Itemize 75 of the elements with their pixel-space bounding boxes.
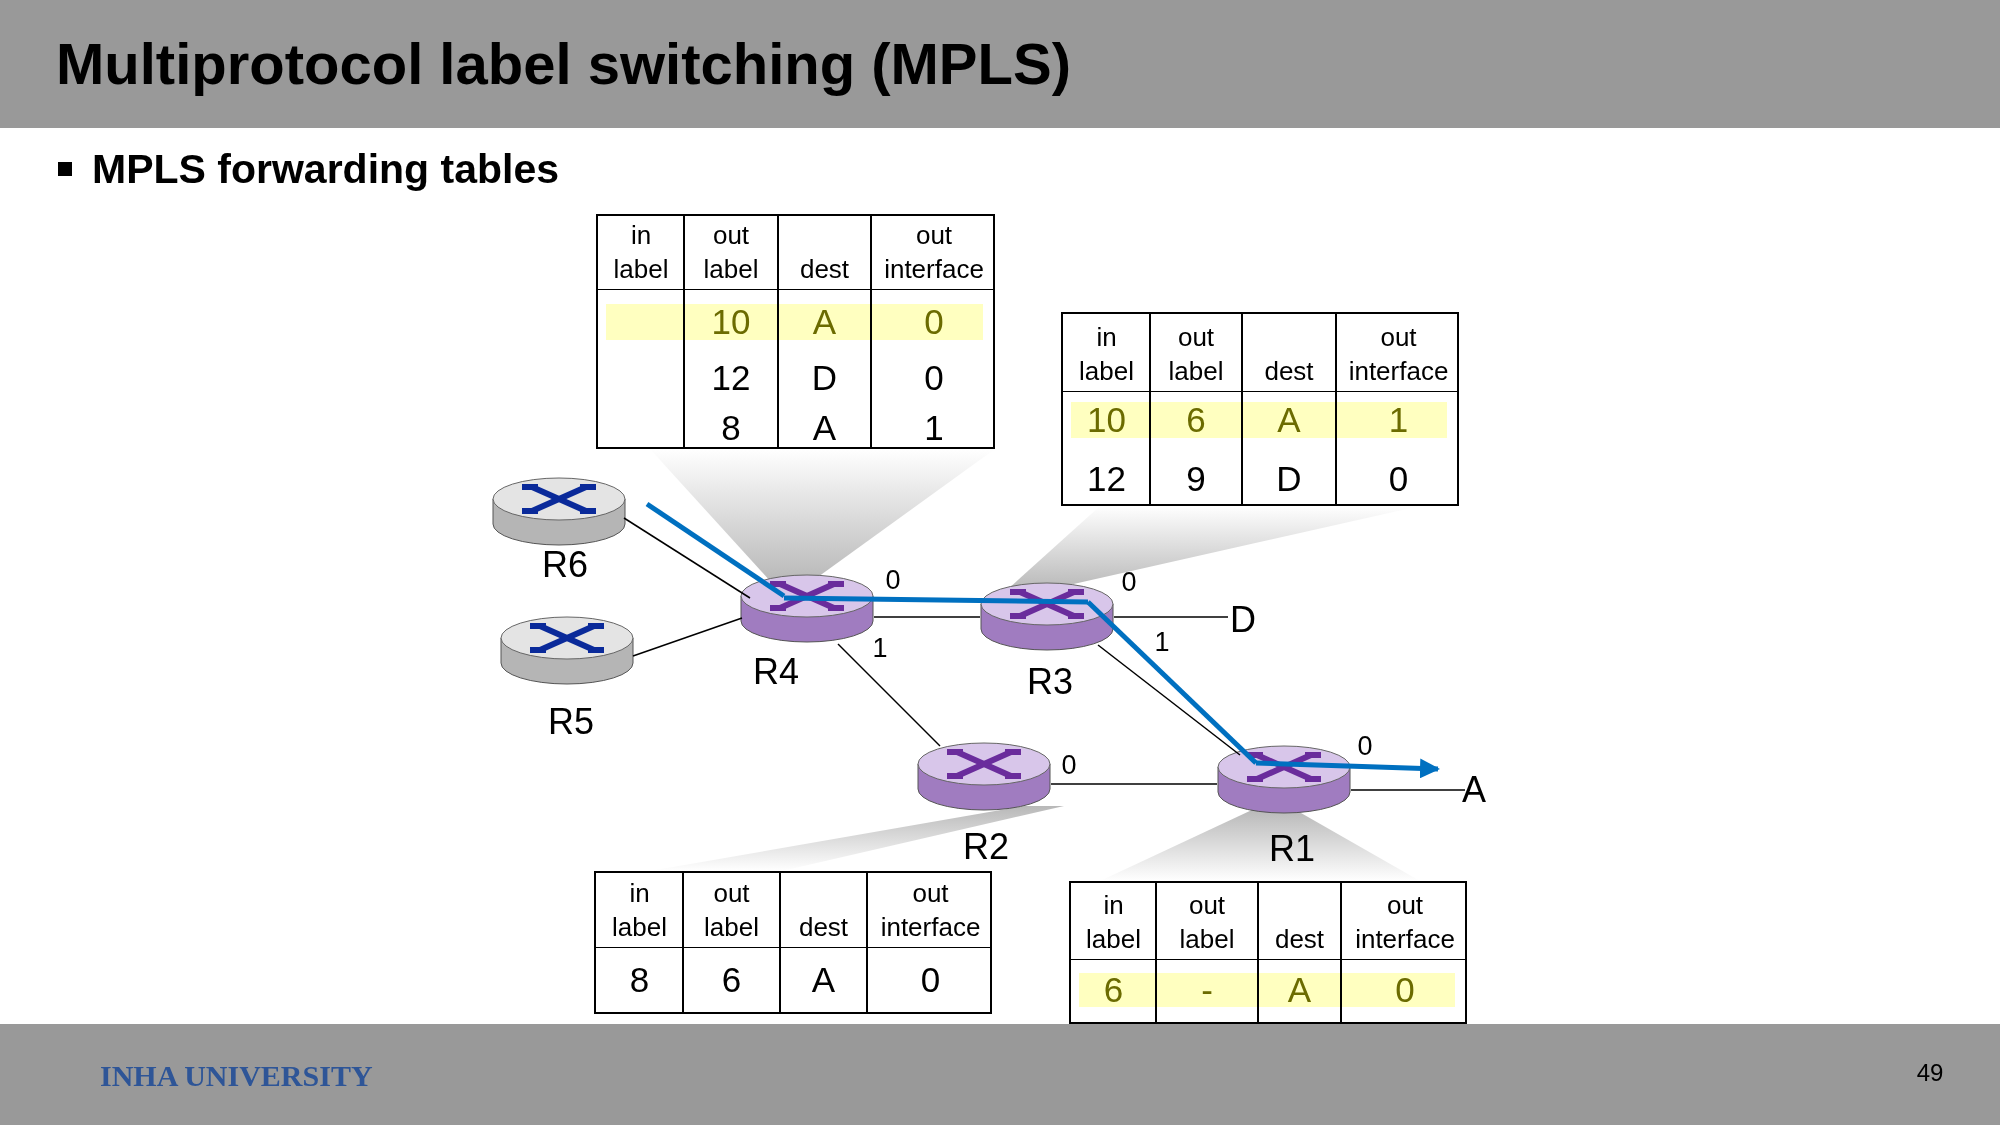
table-cell-text: 12 <box>1086 459 1127 499</box>
interface-number: 0 <box>1060 748 1078 782</box>
table-cell-text: 12 <box>710 358 752 398</box>
table-cell-text: 0 <box>919 960 942 1000</box>
table-cell-text: A <box>811 302 838 342</box>
interface-number: 0 <box>1356 729 1374 763</box>
table-cell-text: 6 <box>1102 970 1125 1010</box>
table-cell-text: 0 <box>1394 970 1416 1010</box>
column-header: out label <box>704 877 759 945</box>
column-header: out interface <box>1348 321 1449 389</box>
column-header: in label <box>613 219 669 287</box>
section-heading: MPLS forwarding tables <box>92 145 559 195</box>
table-cell-text: D <box>810 358 839 398</box>
column-header: out label <box>1168 321 1224 389</box>
router-name: R2 <box>962 827 1010 867</box>
link-line <box>1113 616 1229 618</box>
column-header: dest <box>1264 355 1314 389</box>
table-cell-text: A <box>1276 400 1302 440</box>
table-cell-text: 9 <box>1185 459 1207 499</box>
table-cell-text: 10 <box>1086 400 1127 440</box>
table-cell-text: 6 <box>1185 400 1207 440</box>
column-header: dest <box>1274 923 1325 957</box>
forwarding-table <box>594 871 992 1014</box>
router-name: R1 <box>1268 829 1316 869</box>
slide-title: Multiprotocol label switching (MPLS) <box>56 30 1071 97</box>
interface-number: 1 <box>871 631 889 665</box>
column-header: out interface <box>884 219 984 287</box>
link-line <box>1050 783 1218 785</box>
destination-label: A <box>1462 768 1486 812</box>
router-name: R5 <box>547 702 595 742</box>
university-name: INHA UNIVERSITY <box>100 1058 373 1094</box>
page-number: 49 <box>1915 1058 1945 1088</box>
table-cell-text: 0 <box>923 302 945 342</box>
table-cell-text: 6 <box>720 960 743 1000</box>
interface-number: 0 <box>1120 565 1138 599</box>
column-header: dest <box>798 911 849 945</box>
table-cell-text: D <box>1275 459 1303 499</box>
link-line <box>837 643 941 747</box>
link-line <box>1350 789 1466 791</box>
column-header: in label <box>1086 889 1141 957</box>
router-name: R4 <box>752 652 800 692</box>
router-name: R6 <box>541 545 589 585</box>
column-header: dest <box>799 253 850 287</box>
link-line <box>873 616 981 618</box>
table-cell-text: 0 <box>923 358 945 398</box>
label-switched-path <box>783 595 1089 605</box>
table-cell-text: A <box>810 960 837 1000</box>
forwarding-table <box>1061 312 1459 506</box>
column-header: out label <box>703 219 759 287</box>
table-cell-text: 10 <box>710 302 752 342</box>
column-header: out label <box>1179 889 1235 957</box>
link-line <box>623 517 751 599</box>
forwarding-table <box>596 214 995 449</box>
interface-number: 1 <box>1153 625 1171 659</box>
column-header: out interface <box>880 877 981 945</box>
table-cell-text: 8 <box>628 960 651 1000</box>
column-header: in label <box>1079 321 1134 389</box>
forwarding-table <box>1069 881 1467 1024</box>
column-header: in label <box>612 877 667 945</box>
table-cell-text: A <box>1286 970 1313 1010</box>
link-line <box>1097 644 1241 756</box>
column-header: out interface <box>1355 889 1455 957</box>
table-cell-text: A <box>811 408 838 448</box>
table-cell-text: 1 <box>1387 400 1410 440</box>
table-cell-text: - <box>1200 970 1214 1010</box>
link-line <box>632 617 743 657</box>
label-switched-path <box>645 501 786 599</box>
destination-label: D <box>1230 598 1256 642</box>
interface-number: 0 <box>884 563 902 597</box>
label-switched-path <box>1086 600 1258 765</box>
table-cell-text: 8 <box>720 408 742 448</box>
label-switched-path <box>1255 758 1440 779</box>
router-name: R3 <box>1026 662 1074 702</box>
table-cell-text: 0 <box>1387 459 1410 499</box>
table-cell-text: 1 <box>923 408 945 448</box>
